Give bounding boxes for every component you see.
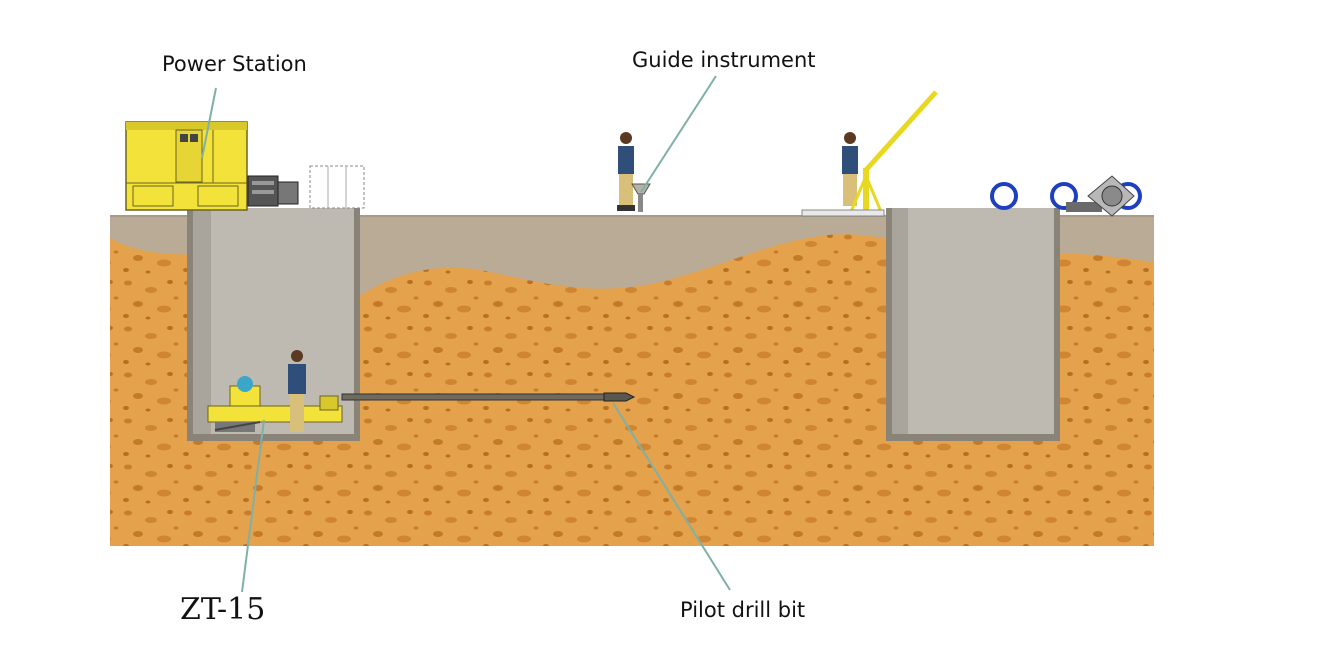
machine-model-label: ZT-15 xyxy=(180,592,266,627)
drill-string xyxy=(341,393,605,401)
reamer-head xyxy=(1066,175,1135,217)
crane-base-plate xyxy=(801,209,885,217)
pilot-drill-bit-leader xyxy=(612,402,731,591)
guide-instrument-label: Guide instrument xyxy=(632,48,816,72)
power-station-label: Power Station xyxy=(162,52,307,76)
pilot-drill-bit-tip xyxy=(603,392,636,402)
hydraulic-pump xyxy=(247,175,299,207)
water-tank xyxy=(309,165,365,209)
power-station-unit xyxy=(125,121,248,211)
drill-rig-zt15 xyxy=(207,376,343,432)
crane-worker xyxy=(842,132,858,206)
power-station-leader xyxy=(201,87,217,159)
guide-instrument-leader xyxy=(640,75,717,193)
rig-operator xyxy=(288,350,306,432)
reception-pit xyxy=(886,208,1060,441)
leader-lines xyxy=(201,75,731,593)
machine-model-leader xyxy=(241,419,265,593)
pilot-drill-bit-label: Pilot drill bit xyxy=(680,598,806,622)
guide-worker xyxy=(617,132,635,211)
yellow-crane xyxy=(846,90,938,216)
